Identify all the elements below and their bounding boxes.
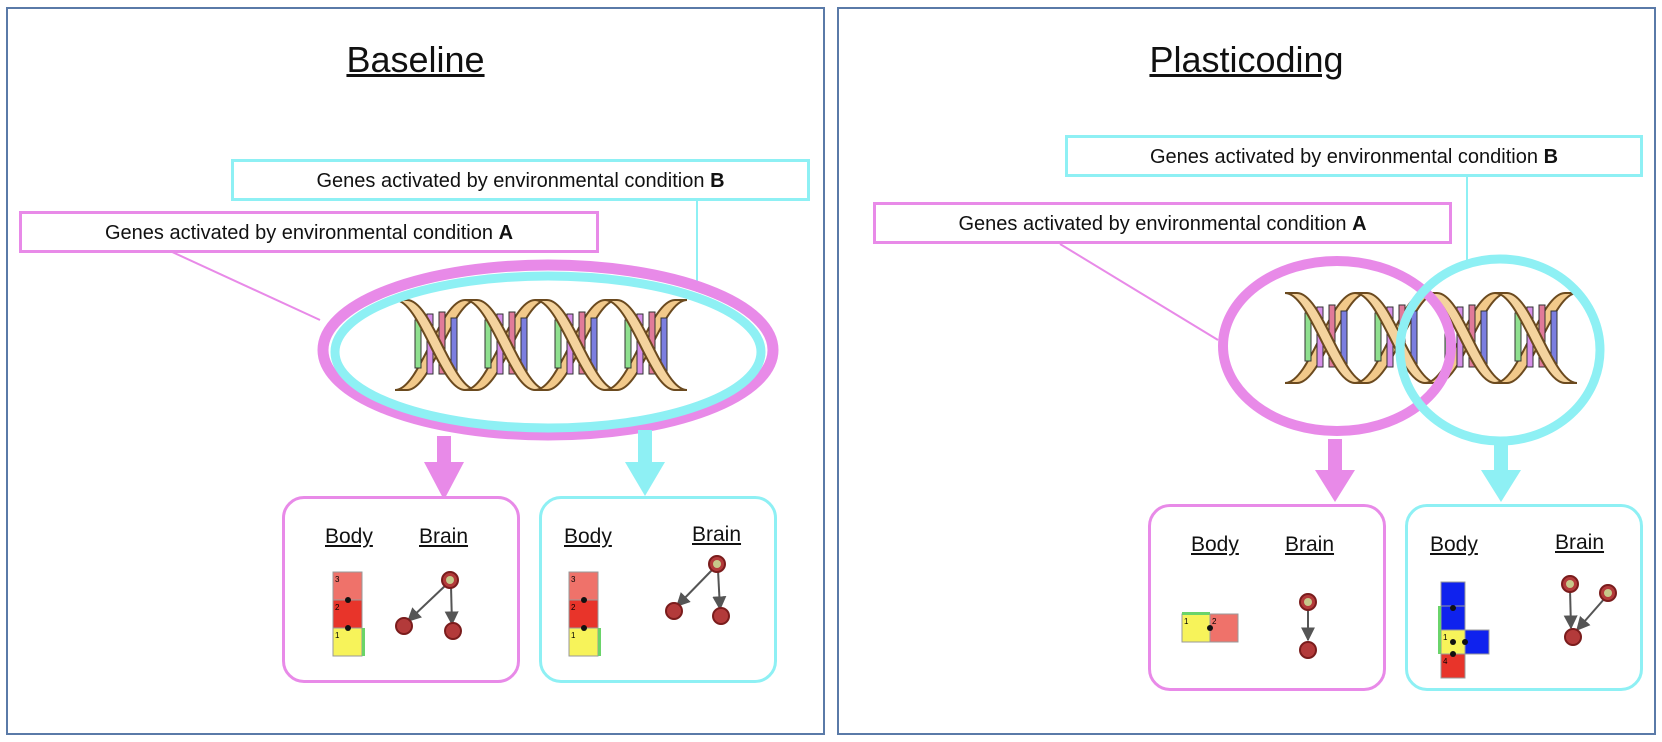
robot-brain	[1299, 593, 1317, 659]
body-heading: Body	[325, 525, 373, 548]
label-condition-b-right: Genes activated by environmental conditi…	[1065, 135, 1643, 177]
phenotype-card-a-left: Body Brain 3 2 1	[282, 496, 520, 683]
module-label: 1	[335, 631, 340, 640]
label-condition-a-left: Genes activated by environmental conditi…	[19, 211, 599, 253]
body-heading: Body	[564, 525, 612, 548]
module-label: 2	[1212, 617, 1217, 626]
brain-heading: Brain	[419, 525, 469, 548]
robot-brain	[665, 555, 730, 625]
module-label: 3	[335, 575, 340, 584]
robot-brain	[395, 571, 462, 640]
condition-letter: B	[1543, 146, 1559, 168]
label-text: Genes activated by environmental conditi…	[316, 170, 711, 192]
arrow-a-right	[1315, 439, 1355, 502]
label-condition-b-left: Genes activated by environmental conditi…	[231, 159, 810, 201]
condition-b-ellipse-left	[330, 271, 766, 433]
connector-a-left	[169, 250, 321, 321]
phenotype-card-a-right: Body Brain 1 2	[1148, 504, 1386, 691]
module-label: 1	[571, 631, 576, 640]
phenotype-card-b-right: Body Brain 1 4	[1405, 504, 1643, 691]
robot-phenotype: 3 2 1	[332, 571, 462, 657]
module-label: 4	[1443, 657, 1448, 666]
condition-letter: B	[710, 170, 725, 192]
label-condition-a-right: Genes activated by environmental conditi…	[873, 202, 1452, 244]
condition-letter: A	[1352, 213, 1367, 235]
module-label: 1	[1184, 617, 1189, 626]
brain-heading: Brain	[1555, 531, 1605, 554]
label-text: Genes activated by environmental conditi…	[1149, 146, 1544, 168]
brain-heading: Brain	[1285, 533, 1335, 556]
condition-a-ellipse-right	[1218, 256, 1456, 436]
robot-brain	[1561, 575, 1617, 646]
arrow-a-left	[424, 436, 464, 500]
module-label: 3	[571, 575, 576, 584]
body-heading: Body	[1430, 533, 1478, 556]
brain-heading: Brain	[692, 523, 742, 546]
condition-a-ellipse-left	[317, 259, 779, 441]
module-label: 1	[1443, 633, 1448, 642]
robot-body: 1 2	[1181, 612, 1239, 643]
robot-body: 3 2 1	[568, 571, 601, 657]
connector-a-right	[1059, 243, 1219, 341]
arrow-b-left	[625, 430, 665, 496]
robot-phenotype: 1 4	[1438, 575, 1617, 679]
robot-body: 1 4	[1438, 581, 1490, 679]
body-heading: Body	[1191, 533, 1239, 556]
robot-phenotype: 1 2	[1181, 593, 1317, 659]
dna-helix-right	[1284, 292, 1578, 384]
dna-helix-left	[394, 299, 688, 391]
panel-title-baseline: Baseline	[346, 39, 485, 80]
robot-phenotype: 3 2 1	[568, 555, 730, 657]
module-label: 2	[571, 603, 576, 612]
label-text: Genes activated by environmental conditi…	[958, 213, 1353, 235]
phenotype-card-b-left: Body Brain 3 2 1	[539, 496, 777, 683]
condition-b-ellipse-right	[1395, 254, 1605, 446]
label-text: Genes activated by environmental conditi…	[104, 222, 499, 244]
panel-title-plasticoding: Plasticoding	[1149, 39, 1344, 80]
robot-body: 3 2 1	[332, 571, 365, 657]
condition-letter: A	[498, 222, 514, 244]
arrow-b-right	[1481, 441, 1521, 502]
module-label: 2	[335, 603, 340, 612]
